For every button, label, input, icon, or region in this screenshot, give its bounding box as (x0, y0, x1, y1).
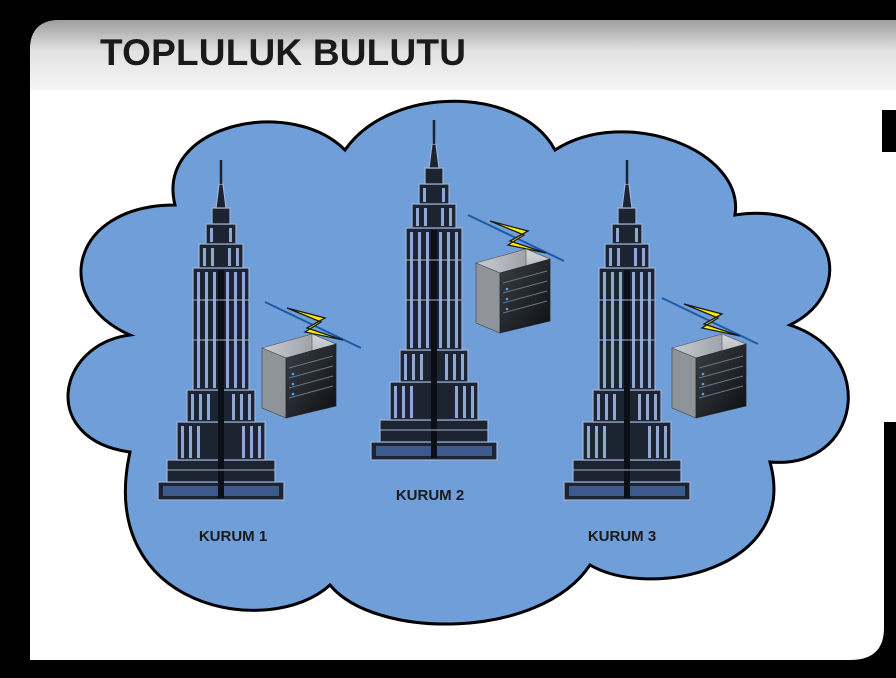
organization-3-label: KURUM 3 (587, 528, 657, 545)
server-1-icon (261, 333, 337, 419)
organization-1-label: KURUM 1 (198, 528, 268, 545)
server-2-icon (475, 248, 551, 334)
slide-title: TOPLULUK BULUTU (100, 32, 467, 73)
title-bar (30, 20, 896, 90)
server-3-icon (671, 333, 747, 419)
organization-2-label: KURUM 2 (395, 487, 465, 504)
right-edge-bar-top (882, 110, 896, 152)
